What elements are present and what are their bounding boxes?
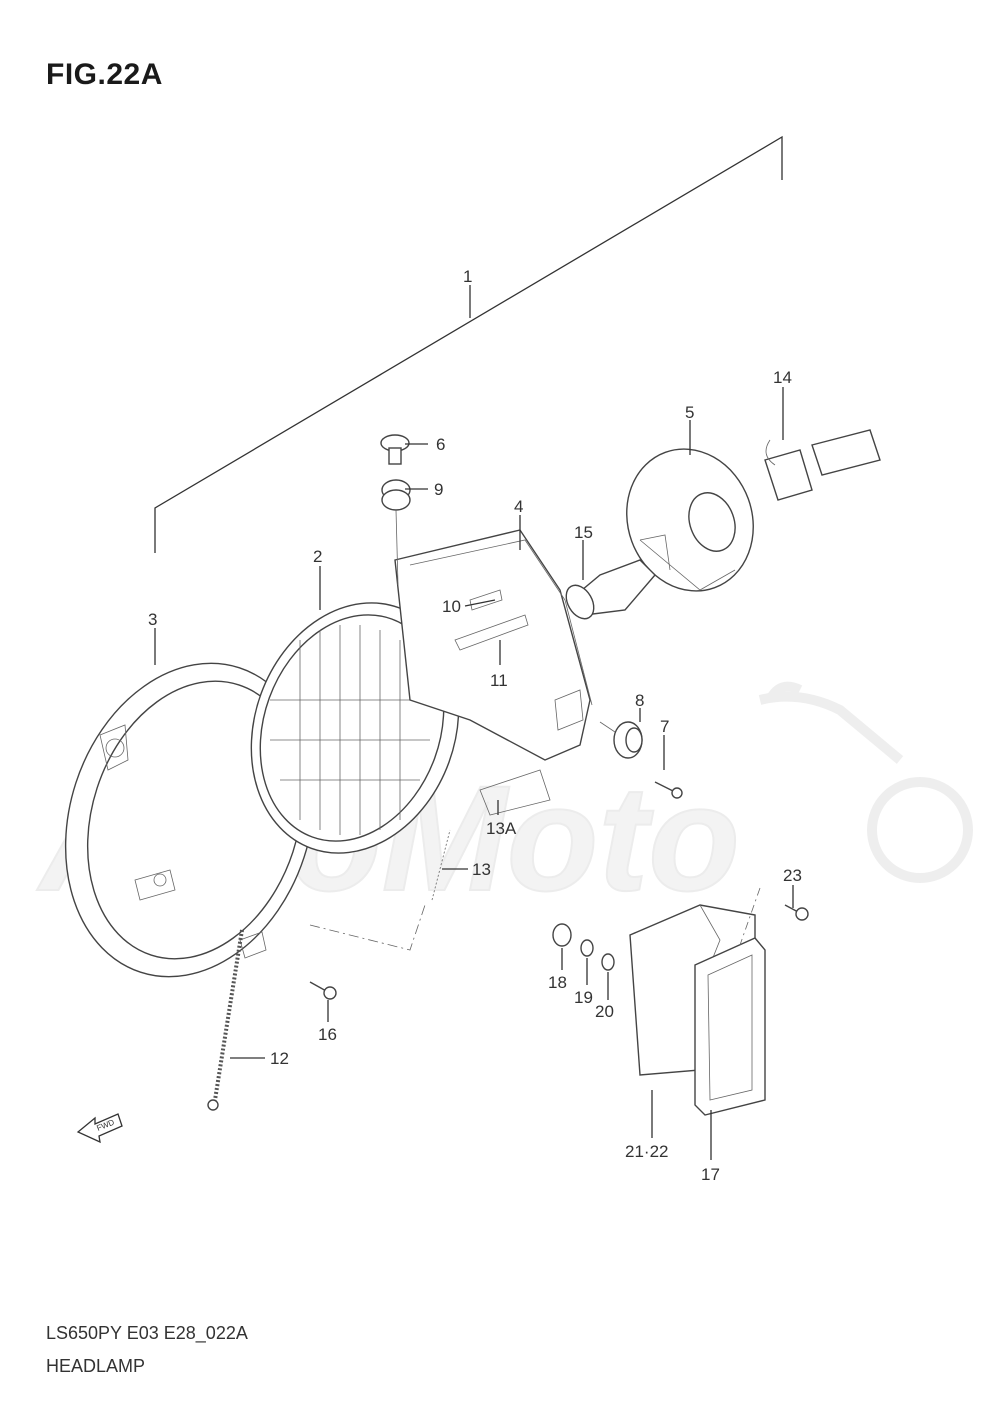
callout-21-22: 21·22 — [625, 1142, 668, 1161]
callout-4: 4 — [514, 497, 523, 516]
callout-13a: 13A — [486, 819, 517, 838]
callout-5: 5 — [685, 403, 694, 422]
part-washer-19 — [580, 939, 594, 957]
part-connector-14 — [764, 429, 881, 501]
part-washer-20 — [601, 953, 615, 971]
part-bulb-15 — [565, 534, 671, 620]
callout-23: 23 — [783, 866, 802, 885]
callout-16: 16 — [318, 1025, 337, 1044]
callout-20: 20 — [595, 1002, 614, 1021]
assembly-bracket-1 — [154, 135, 783, 553]
callout-1: 1 — [463, 267, 472, 286]
callout-12: 12 — [270, 1049, 289, 1068]
callout-9: 9 — [434, 480, 443, 499]
callout-15: 15 — [574, 523, 593, 542]
part-reflector-lens-17 — [694, 937, 766, 1116]
callout-11: 11 — [490, 671, 508, 690]
callout-6: 6 — [436, 435, 445, 454]
figure-title: FIG.22A — [46, 58, 163, 91]
callout-10: 10 — [442, 597, 461, 616]
callout-19: 19 — [574, 988, 593, 1007]
part-screw-6 — [380, 434, 410, 465]
part-adjust-screw-12 — [207, 929, 244, 1111]
part-nut-18 — [552, 923, 572, 947]
callout-13: 13 — [472, 860, 491, 879]
callout-labels: 1 2 3 4 5 6 7 8 9 10 11 12 13 13A 14 15 … — [148, 267, 802, 1184]
part-grommet-9 — [381, 479, 411, 511]
leader-lines — [154, 387, 794, 1160]
part-screw-16 — [309, 981, 337, 1000]
part-screw-7 — [654, 781, 683, 799]
part-spring-13 — [431, 829, 451, 901]
watermark-motorcycle-icon — [758, 681, 973, 883]
callout-17: 17 — [701, 1165, 720, 1184]
callout-18: 18 — [548, 973, 567, 992]
part-screw-23 — [784, 904, 809, 921]
callout-2: 2 — [313, 547, 322, 566]
part-socket-cover-5 — [626, 448, 754, 592]
callout-3: 3 — [148, 610, 157, 629]
part-housing-4 — [394, 529, 593, 816]
part-grommet-8 — [613, 721, 643, 759]
callout-7: 7 — [660, 717, 669, 736]
section-name: HEADLAMP — [46, 1356, 146, 1376]
callout-14: 14 — [773, 368, 792, 387]
model-code: LS650PY E03 E28_022A — [46, 1323, 248, 1343]
forward-arrow-icon: FWD — [76, 1113, 123, 1144]
callout-8: 8 — [635, 691, 644, 710]
